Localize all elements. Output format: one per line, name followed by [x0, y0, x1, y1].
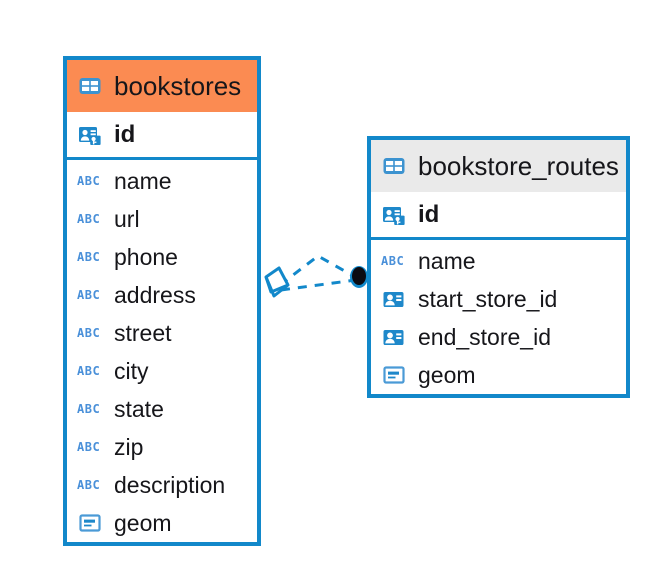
geometry-type-icon: [381, 362, 407, 388]
primary-key-icon: [77, 122, 103, 148]
field-row-end-store-id[interactable]: end_store_id: [371, 318, 626, 356]
field-label: start_store_id: [418, 285, 558, 312]
primary-key-label: id: [418, 200, 440, 228]
text-type-icon: ABC: [77, 440, 101, 454]
entity-header[interactable]: bookstore_routes: [371, 140, 626, 192]
entity-title: bookstore_routes: [418, 151, 619, 181]
primary-key-row[interactable]: id: [371, 192, 626, 240]
hollow-diamond-marker: [264, 266, 290, 298]
foreign-key-icon: [381, 286, 407, 312]
primary-key-icon: [381, 202, 407, 228]
primary-key-row[interactable]: id: [67, 112, 257, 160]
entity-bookstores[interactable]: bookstores id ABC: [63, 56, 261, 546]
field-list: ABC name start_store_id: [371, 240, 626, 394]
field-label: city: [114, 357, 149, 384]
field-row-city[interactable]: ABC city: [67, 352, 257, 390]
field-label: zip: [114, 433, 144, 460]
field-label: geom: [418, 361, 476, 388]
text-type-icon: ABC: [77, 212, 101, 226]
field-row-name[interactable]: ABC name: [67, 162, 257, 200]
text-type-icon: ABC: [77, 478, 101, 492]
table-icon: [77, 73, 103, 99]
entity-header[interactable]: bookstores: [67, 60, 257, 112]
field-label: name: [114, 167, 172, 194]
text-type-icon: ABC: [381, 254, 405, 268]
text-type-icon: ABC: [77, 250, 101, 264]
field-row-state[interactable]: ABC state: [67, 390, 257, 428]
field-label: description: [114, 471, 226, 498]
field-row-zip[interactable]: ABC zip: [67, 428, 257, 466]
entity-title: bookstores: [114, 71, 242, 101]
field-row-url[interactable]: ABC url: [67, 200, 257, 238]
field-row-start-store-id[interactable]: start_store_id: [371, 280, 626, 318]
field-row-geom[interactable]: geom: [67, 504, 257, 542]
field-row-description[interactable]: ABC description: [67, 466, 257, 504]
field-label: street: [114, 319, 172, 346]
field-label: url: [114, 205, 140, 232]
relationship-edge-upper: [279, 254, 358, 287]
field-row-address[interactable]: ABC address: [67, 276, 257, 314]
field-label: end_store_id: [418, 323, 551, 350]
field-label: geom: [114, 509, 172, 536]
field-row-name[interactable]: ABC name: [371, 242, 626, 280]
text-type-icon: ABC: [77, 364, 101, 378]
table-icon: [381, 153, 407, 179]
text-type-icon: ABC: [77, 326, 101, 340]
field-label: address: [114, 281, 196, 308]
filled-circle-marker: [350, 266, 368, 288]
geometry-type-icon: [77, 510, 103, 536]
text-type-icon: ABC: [77, 402, 101, 416]
field-row-geom[interactable]: geom: [371, 356, 626, 394]
field-label: name: [418, 247, 476, 274]
field-list: ABC name ABC url ABC phone ABC address A…: [67, 160, 257, 542]
entity-bookstore-routes[interactable]: bookstore_routes id ABC: [367, 136, 630, 398]
foreign-key-icon: [381, 324, 407, 350]
relationship-edge-lower: [280, 278, 357, 292]
field-row-street[interactable]: ABC street: [67, 314, 257, 352]
text-type-icon: ABC: [77, 288, 101, 302]
field-label: state: [114, 395, 164, 422]
field-label: phone: [114, 243, 178, 270]
primary-key-label: id: [114, 120, 136, 148]
text-type-icon: ABC: [77, 174, 101, 188]
field-row-phone[interactable]: ABC phone: [67, 238, 257, 276]
